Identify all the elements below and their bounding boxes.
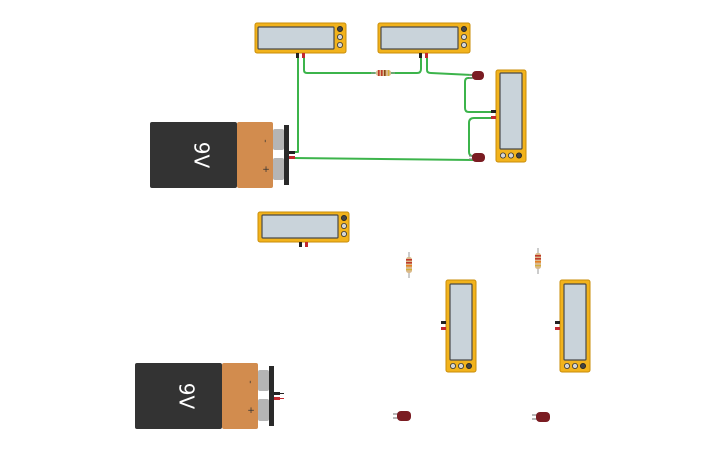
wire-multimeter-2-to-led-1[interactable]: [426, 57, 473, 76]
wire-multimeter-1-to-resistor[interactable]: [303, 57, 376, 74]
multimeter-dial-icon[interactable]: [336, 25, 343, 32]
probe-black[interactable]: [491, 110, 496, 113]
resistor-2[interactable]: [406, 252, 412, 278]
led-3[interactable]: [393, 411, 411, 421]
multimeter-dial-icon[interactable]: [516, 152, 523, 159]
multimeter-dial-icon[interactable]: [460, 42, 467, 49]
wires: [292, 57, 495, 161]
probe-red[interactable]: [491, 116, 496, 119]
wire-led-1-to-multimeter-3[interactable]: [464, 77, 495, 113]
led-4[interactable]: [532, 412, 550, 422]
multimeter-dial-icon[interactable]: [336, 34, 343, 41]
wire-battery-minus-to-multimeter-1[interactable]: [292, 57, 299, 153]
battery-2[interactable]: - + 9V: [135, 363, 284, 429]
battery-lead-red[interactable]: [289, 156, 295, 159]
probe-red[interactable]: [305, 242, 308, 247]
battery-voltage-label: 9V: [190, 142, 214, 169]
multimeter-dial-icon[interactable]: [465, 362, 472, 369]
probe-red[interactable]: [302, 53, 305, 58]
probe-red[interactable]: [555, 327, 560, 330]
battery-voltage-label: 9V: [175, 383, 199, 410]
battery-lead-black[interactable]: [289, 151, 295, 154]
multimeter-1[interactable]: [254, 22, 347, 58]
probe-black[interactable]: [299, 242, 302, 247]
multimeter-dial-icon[interactable]: [460, 34, 467, 41]
resistor-1[interactable]: [371, 70, 395, 76]
multimeter-dial-icon[interactable]: [449, 362, 456, 369]
battery-minus-sign: -: [245, 380, 255, 383]
led-1[interactable]: [469, 71, 484, 80]
multimeter-dial-icon[interactable]: [340, 230, 347, 237]
resistor-3[interactable]: [535, 248, 541, 274]
multimeter-dial-icon[interactable]: [340, 214, 347, 221]
probe-red[interactable]: [441, 327, 446, 330]
battery-minus-sign: -: [260, 139, 270, 142]
multimeter-5[interactable]: [441, 279, 477, 373]
wire-led-2-to-battery-plus[interactable]: [292, 157, 474, 161]
probe-black[interactable]: [419, 53, 422, 58]
multimeter-dial-icon[interactable]: [499, 152, 506, 159]
battery-lead-red[interactable]: [274, 397, 280, 400]
multimeter-4[interactable]: [257, 211, 350, 247]
battery-terminal-minus[interactable]: [273, 129, 284, 150]
battery-terminal-minus[interactable]: [258, 370, 269, 391]
multimeter-dial-icon[interactable]: [507, 152, 514, 159]
multimeter-dial-icon[interactable]: [457, 362, 464, 369]
multimeter-6[interactable]: [555, 279, 591, 373]
battery-1[interactable]: - + 9V: [150, 122, 295, 188]
probe-black[interactable]: [296, 53, 299, 58]
battery-terminal-plus[interactable]: [258, 399, 269, 421]
multimeter-3[interactable]: [491, 69, 527, 163]
battery-terminal-plus[interactable]: [273, 158, 284, 180]
multimeter-dial-icon[interactable]: [572, 362, 579, 369]
multimeter-dial-icon[interactable]: [564, 362, 571, 369]
led-2[interactable]: [469, 153, 485, 162]
battery-plus-sign: +: [247, 406, 255, 416]
multimeter-2[interactable]: [377, 22, 471, 58]
probe-black[interactable]: [441, 321, 446, 324]
multimeter-dial-icon[interactable]: [336, 42, 343, 49]
multimeter-dial-icon[interactable]: [460, 25, 467, 32]
battery-plus-sign: +: [262, 165, 270, 175]
probe-red[interactable]: [425, 53, 428, 58]
wire-resistor-to-multimeter-2[interactable]: [390, 57, 422, 74]
battery-lead-black[interactable]: [274, 392, 280, 395]
multimeter-dial-icon[interactable]: [580, 362, 587, 369]
multimeter-dial-icon[interactable]: [340, 222, 347, 229]
wire-multimeter-3-to-led-2[interactable]: [468, 117, 495, 157]
probe-black[interactable]: [555, 321, 560, 324]
